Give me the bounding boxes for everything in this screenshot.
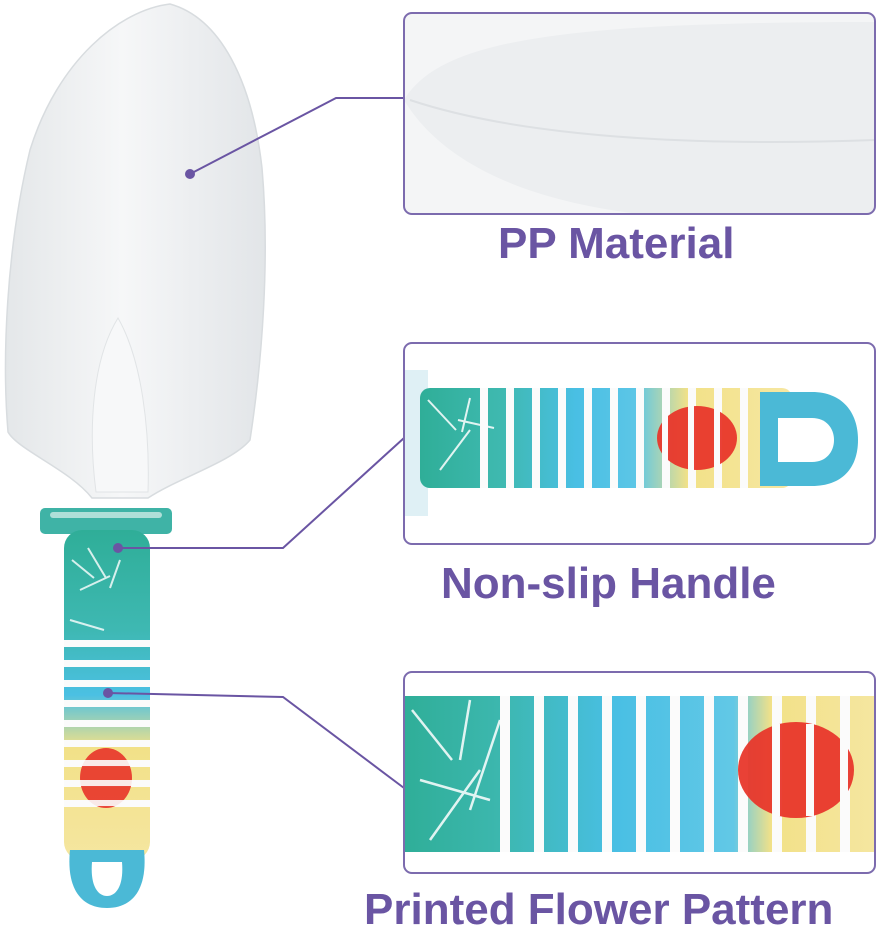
handle-leaf-print xyxy=(69,547,121,631)
handle-flower-spot xyxy=(80,748,132,808)
pattern-callout-dot xyxy=(103,688,113,698)
detail-frame-blade xyxy=(403,12,876,215)
handle-callout-dot xyxy=(113,543,123,553)
caption-non-slip-handle: Non-slip Handle xyxy=(441,559,776,608)
caption-printed-flower-pattern: Printed Flower Pattern xyxy=(364,885,834,934)
detail-panel-handle xyxy=(403,342,876,545)
caption-pp-material: PP Material xyxy=(498,219,735,268)
trowel xyxy=(4,3,266,908)
trowel-blade xyxy=(4,3,266,499)
callout-leader-lines xyxy=(107,97,405,789)
detail-panel-pattern xyxy=(403,671,876,874)
detail-panel-blade xyxy=(403,12,876,215)
detail-frame-handle xyxy=(403,342,876,545)
blade-callout-dot xyxy=(185,169,195,179)
product-illustration xyxy=(4,3,876,908)
detail-frame-pattern xyxy=(403,671,876,874)
blade-spine xyxy=(91,317,149,493)
